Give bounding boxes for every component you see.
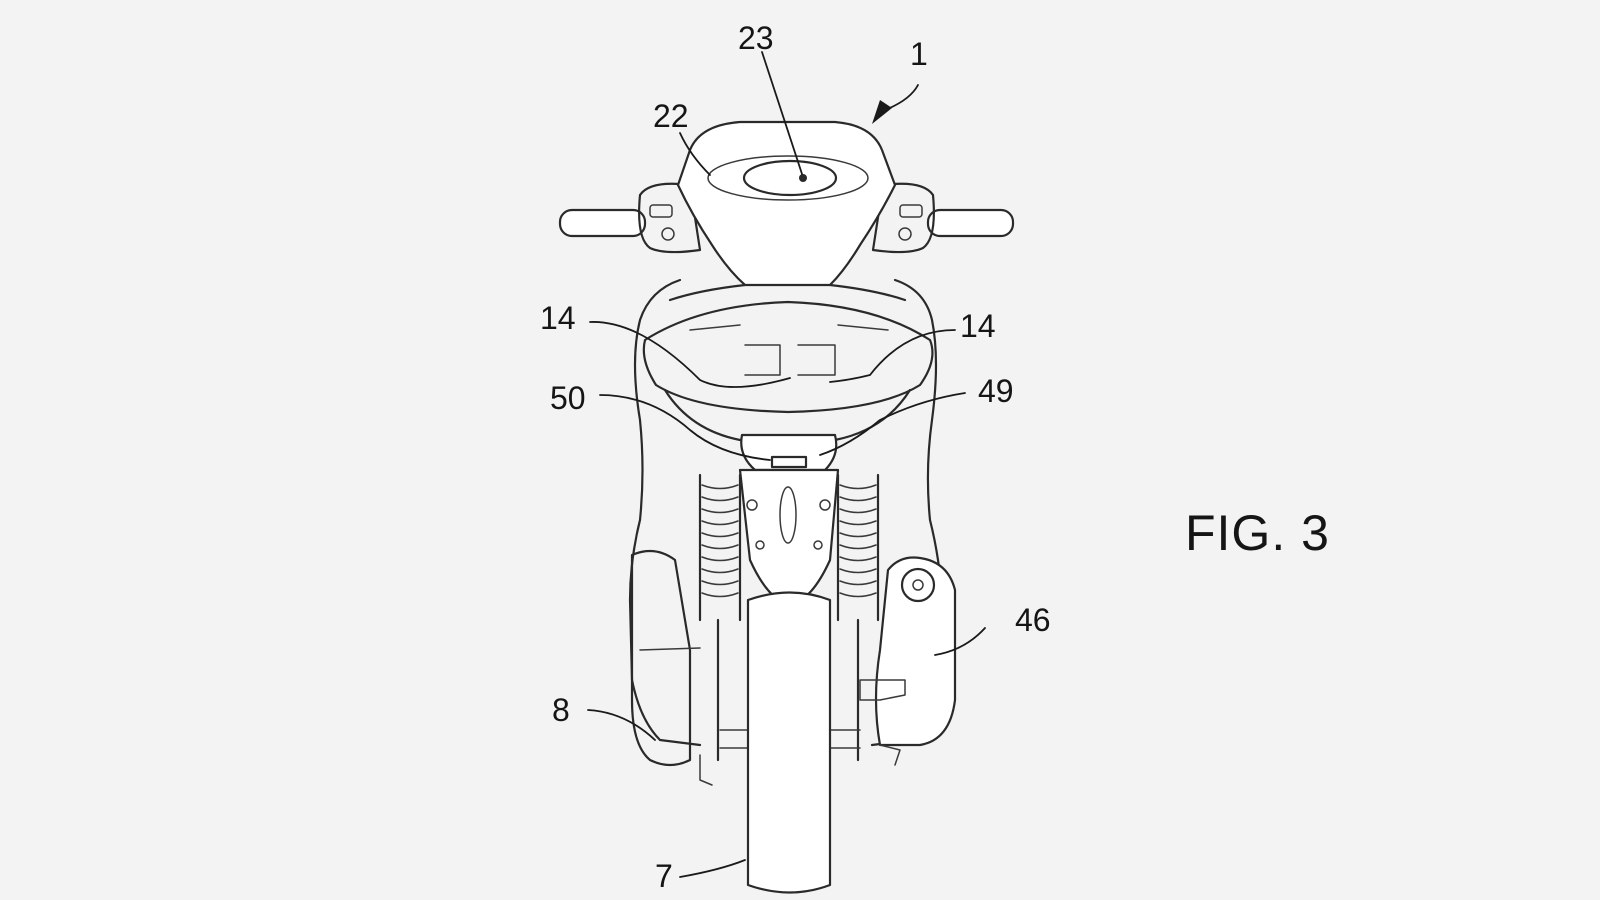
right-shock-spring bbox=[839, 484, 877, 598]
leader-49 bbox=[819, 392, 966, 456]
tank-cap bbox=[900, 567, 936, 603]
shock-mounts bbox=[716, 618, 860, 762]
rear-wheel bbox=[746, 591, 832, 894]
ref-label-8: 8 bbox=[552, 692, 570, 728]
license-light bbox=[770, 455, 808, 469]
leader-46 bbox=[934, 627, 986, 656]
fender-bolt-right bbox=[819, 499, 831, 511]
bracket bbox=[859, 679, 906, 701]
left-shock-spring bbox=[701, 484, 739, 598]
left-button bbox=[661, 227, 675, 241]
ref-label-14-right: 14 bbox=[960, 308, 996, 344]
rear-wheel-group bbox=[746, 591, 832, 894]
tank bbox=[874, 556, 957, 747]
right-switch-housing bbox=[871, 182, 935, 254]
right-button bbox=[898, 227, 912, 241]
rear-shell-lower bbox=[663, 388, 912, 442]
dashboard-frame bbox=[707, 155, 869, 201]
seat-creases bbox=[689, 324, 889, 331]
right-shock-body bbox=[836, 473, 880, 622]
display-center-dot bbox=[799, 174, 807, 182]
body-left-outline bbox=[628, 278, 702, 747]
ref-label-7: 7 bbox=[655, 858, 673, 894]
reference-leaders bbox=[587, 51, 986, 878]
ref-label-14-left: 14 bbox=[540, 300, 576, 336]
leader-1 bbox=[884, 84, 919, 111]
fender-slot bbox=[779, 486, 797, 544]
seat-panels bbox=[744, 344, 836, 376]
dashboard-display bbox=[742, 159, 838, 197]
tank-cap-center bbox=[912, 579, 924, 591]
fender-bolt-lower-left bbox=[755, 540, 765, 550]
side-parts bbox=[630, 549, 957, 786]
handlebar-cover bbox=[676, 120, 897, 287]
ref-label-46: 46 bbox=[1015, 602, 1051, 638]
fender-bolt-lower-right bbox=[813, 540, 823, 550]
right-switch bbox=[899, 204, 923, 218]
ref-label-22: 22 bbox=[653, 98, 689, 134]
ref-label-49: 49 bbox=[978, 373, 1014, 409]
upper-body-left bbox=[668, 283, 747, 302]
ref-label-1: 1 bbox=[910, 36, 928, 72]
figure-label: FIG. 3 bbox=[1185, 505, 1330, 561]
left-switch bbox=[649, 204, 673, 218]
ref-label-23: 23 bbox=[738, 20, 774, 56]
rear-fender bbox=[738, 468, 840, 607]
arrow-1-head bbox=[872, 100, 892, 124]
body-assembly bbox=[628, 278, 944, 747]
rear-suspension bbox=[698, 473, 880, 762]
left-grip bbox=[558, 208, 647, 238]
leader-50 bbox=[599, 394, 771, 461]
leader-14-right bbox=[829, 329, 956, 383]
upper-body-right bbox=[828, 283, 907, 302]
seat-shell bbox=[642, 300, 934, 414]
leader-7 bbox=[679, 859, 746, 878]
leader-14-left bbox=[589, 321, 791, 388]
side-cover-seam bbox=[639, 647, 701, 651]
handlebar-assembly bbox=[558, 120, 1015, 287]
left-shock-body bbox=[698, 473, 742, 622]
left-switch-housing bbox=[638, 182, 702, 254]
side-cover bbox=[630, 549, 692, 767]
leader-23 bbox=[761, 51, 803, 175]
ref-label-50: 50 bbox=[550, 380, 586, 416]
tail-light-housing bbox=[740, 433, 838, 472]
lower-brackets bbox=[699, 744, 901, 786]
fender-bolt-left bbox=[746, 499, 758, 511]
leader-8 bbox=[587, 709, 656, 741]
right-grip bbox=[926, 208, 1015, 238]
leader-22 bbox=[679, 132, 711, 176]
